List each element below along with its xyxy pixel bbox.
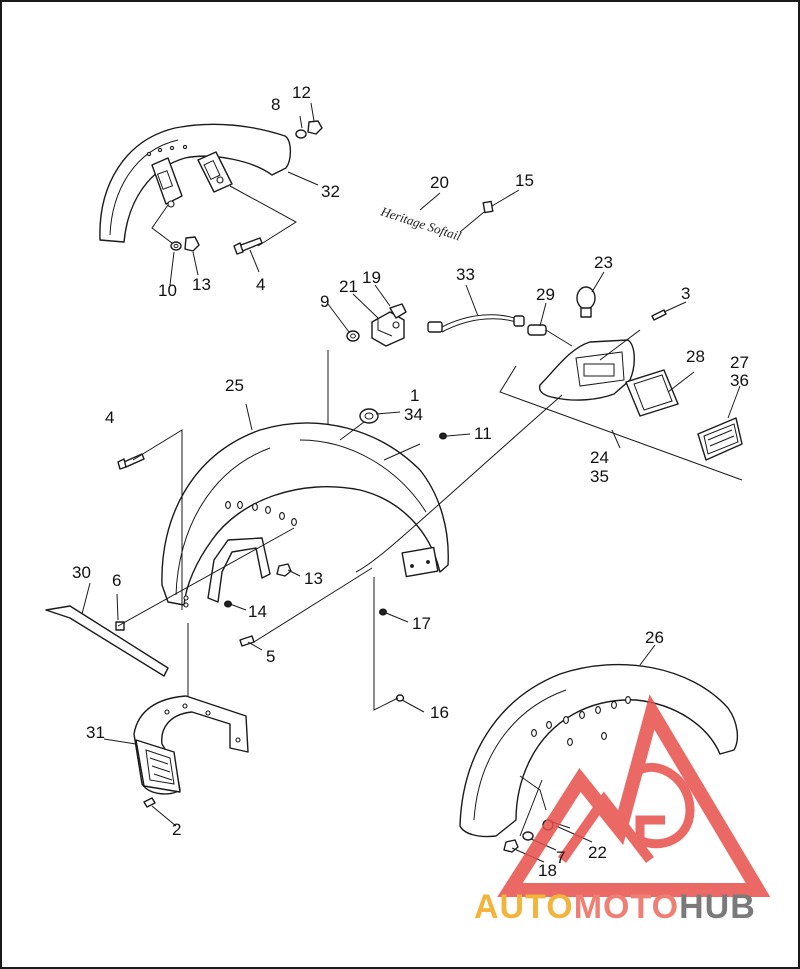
label-13-top: 13 <box>192 275 211 294</box>
label-4-left: 4 <box>105 408 114 427</box>
label-33: 33 <box>456 265 475 284</box>
automotohub-logo <box>497 694 771 897</box>
license-bracket-part-31 <box>133 695 249 795</box>
washer-part-7 <box>522 831 534 841</box>
label-34: 34 <box>404 405 423 424</box>
label-22: 22 <box>588 843 607 862</box>
label-26: 26 <box>645 628 664 647</box>
svg-text:AUTOMOTOHUB: AUTOMOTOHUB <box>474 888 756 926</box>
label-15: 15 <box>515 171 534 190</box>
label-31: 31 <box>86 723 105 742</box>
label-29: 29 <box>536 285 555 304</box>
automotohub-wordmark: AUTOMOTOHUB <box>474 888 756 926</box>
label-30: 30 <box>72 563 91 582</box>
label-2: 2 <box>172 820 181 839</box>
label-13-mid: 13 <box>304 569 323 588</box>
socket-part-29 <box>527 324 573 347</box>
label-32: 32 <box>321 182 340 201</box>
label-1: 1 <box>410 386 419 405</box>
trim-strip-part-30 <box>45 605 169 677</box>
nut-part-16 <box>395 694 405 702</box>
rear-fender-part-25 <box>161 422 449 608</box>
label-11: 11 <box>474 424 492 443</box>
label-6: 6 <box>112 571 121 590</box>
label-19: 19 <box>362 268 381 287</box>
lens-part-28 <box>625 369 679 417</box>
nut-part-13-mid <box>276 563 292 577</box>
nut-part-14 <box>224 600 232 608</box>
fender-part-26 <box>459 663 739 838</box>
label-part-15 <box>482 200 494 214</box>
front-fender-part-32 <box>99 123 292 243</box>
wire-harness-part-33 <box>427 314 525 333</box>
bolt-part-4-left <box>117 453 145 470</box>
label-36: 36 <box>730 371 749 390</box>
grommet-part-11 <box>439 432 447 440</box>
screw-part-19 <box>389 303 407 319</box>
label-4-top: 4 <box>256 275 265 294</box>
nut-part-12 <box>307 120 323 135</box>
label-14: 14 <box>248 602 267 621</box>
label-16: 16 <box>430 703 449 722</box>
label-12: 12 <box>292 83 311 102</box>
screw-part-2 <box>143 797 156 808</box>
label-24: 24 <box>590 448 609 467</box>
label-28: 28 <box>686 347 705 366</box>
bulb-part-23 <box>576 286 596 318</box>
label-35: 35 <box>590 467 609 486</box>
bracket-part-21 <box>371 311 405 347</box>
label-23: 23 <box>594 253 613 272</box>
screw-part-3 <box>651 309 667 321</box>
label-9: 9 <box>320 292 329 311</box>
label-18: 18 <box>538 861 557 880</box>
nut-part-13-top <box>184 236 200 252</box>
taillamp-lens-part-27 <box>697 417 743 461</box>
washer-part-8 <box>295 129 307 139</box>
label-20: 20 <box>430 173 449 192</box>
callout-labels: 12 8 32 10 13 4 20 15 33 23 9 21 19 29 3… <box>72 83 749 880</box>
label-7: 7 <box>556 848 565 867</box>
label-25: 25 <box>225 376 244 395</box>
grommet-part-1 <box>359 408 379 424</box>
label-8: 8 <box>271 95 280 114</box>
label-17: 17 <box>412 614 431 633</box>
label-21: 21 <box>339 277 358 296</box>
label-27: 27 <box>730 353 749 372</box>
taillamp-housing-part-24 <box>538 339 635 401</box>
washer-part-9 <box>346 330 360 342</box>
label-5: 5 <box>266 647 275 666</box>
label-10: 10 <box>158 281 177 300</box>
nut-part-17 <box>379 608 387 616</box>
washer-part-10 <box>170 241 182 251</box>
label-3: 3 <box>681 284 690 303</box>
